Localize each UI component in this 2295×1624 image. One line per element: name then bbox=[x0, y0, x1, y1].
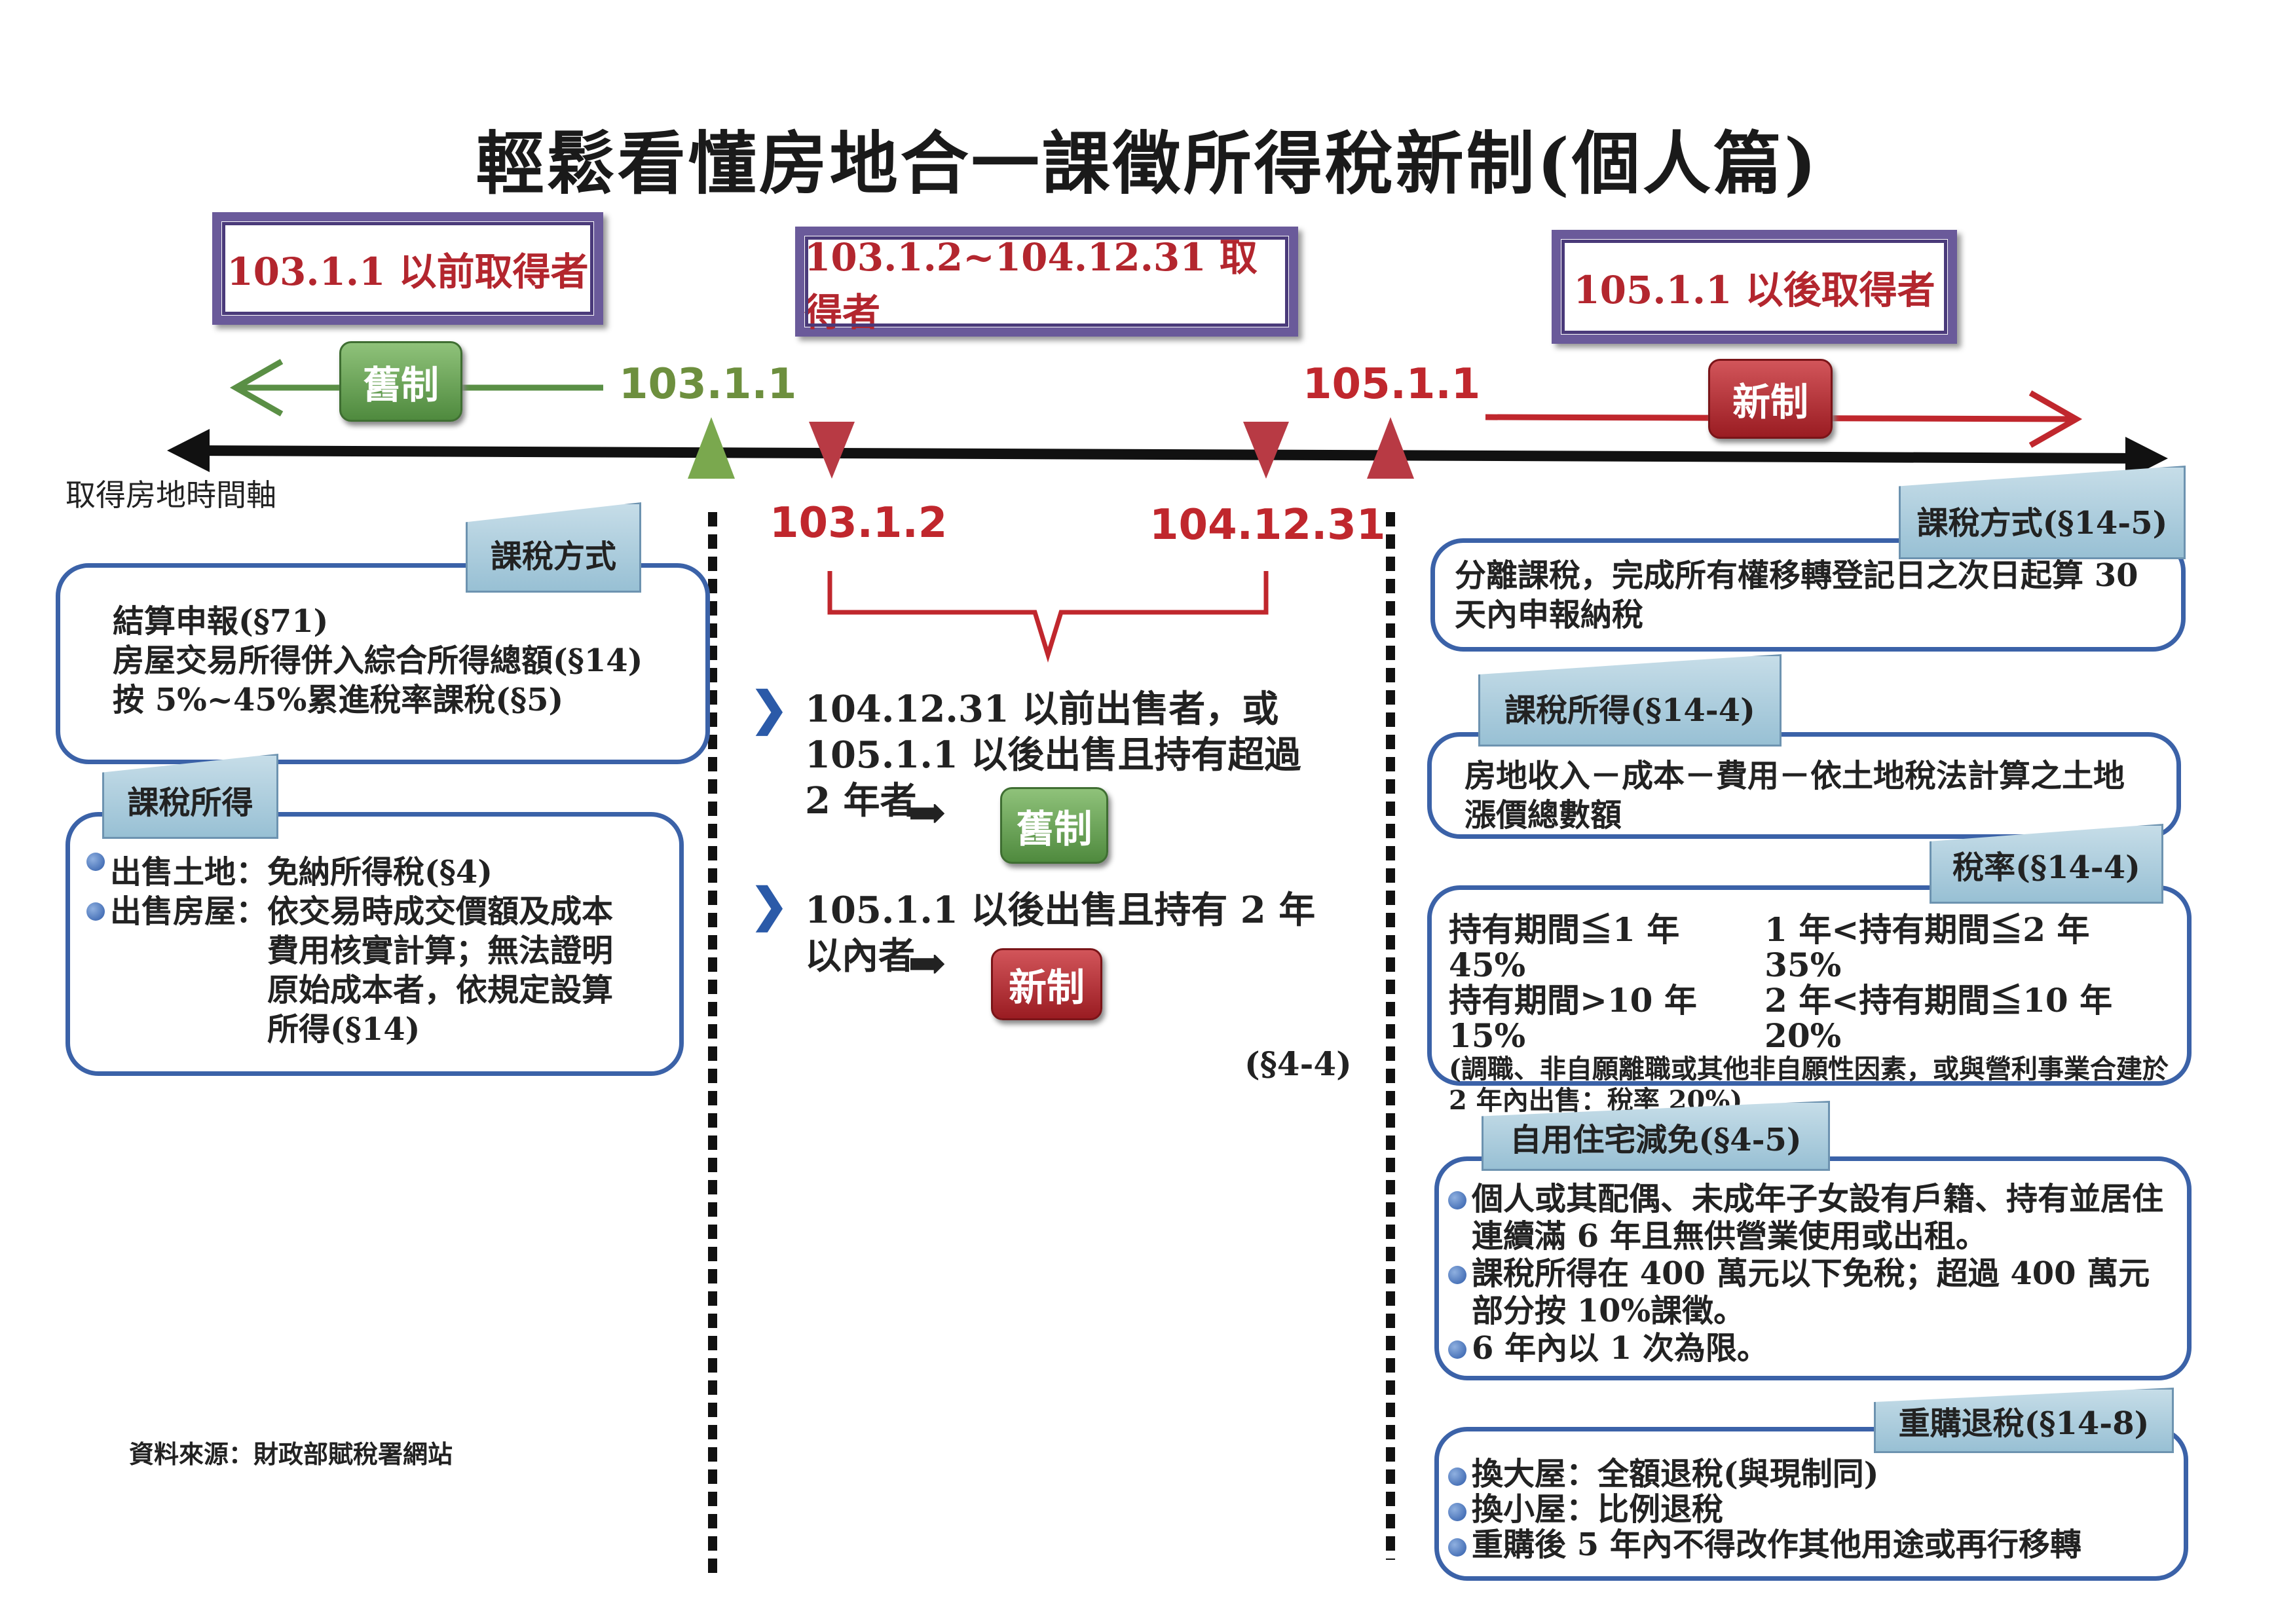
right-rate-tab: 稅率(§14-4) bbox=[1930, 824, 2163, 904]
old-system-badge: 舊制 bbox=[339, 341, 462, 422]
date-103-1-2: 103.1.2 bbox=[770, 499, 948, 547]
list-item: 課稅所得在 400 萬元以下免稅；超過 400 萬元部分按 10%課徵。 bbox=[1448, 1255, 2167, 1330]
right-exempt-tab: 自用住宅減免(§4-5) bbox=[1482, 1101, 1830, 1171]
bullet-icon bbox=[1448, 1266, 1466, 1284]
list-item: 換大屋：全額退稅(與現制同) bbox=[1448, 1456, 2164, 1492]
source-note: 資料來源：財政部賦稅署網站 bbox=[129, 1439, 453, 1469]
line: 結算申報(§71) bbox=[113, 603, 329, 640]
timeline-axis bbox=[167, 429, 2168, 480]
rate-cell: 2 年<持有期間≦10 年 20% bbox=[1764, 981, 2113, 1055]
rate-note: (調職、非自願離職或其他非自願性因素，或與營利事業合建於 2 年內出售：稅率 2… bbox=[1449, 1054, 2169, 1116]
item-text: 換小屋：比例退稅 bbox=[1472, 1491, 1724, 1528]
period-before-103: 103.1.1 以前取得者 bbox=[212, 212, 603, 325]
period-after-105: 105.1.1 以後取得者 bbox=[1552, 230, 1957, 344]
item-label: 出售房屋： bbox=[110, 893, 268, 930]
right-rate-box: 持有期間≦1 年 45% 1 年<持有期間≦2 年 35% 持有期間>10 年 1… bbox=[1427, 885, 2192, 1116]
left-method-tab: 課稅方式 bbox=[466, 502, 641, 593]
item-text: 免納所得稅(§4) bbox=[267, 854, 493, 891]
left-income-box: 出售土地：免納所得稅(§4) 出售房屋：依交易時成交價額及成本費用核實計算；無法… bbox=[65, 812, 684, 1076]
item-text: 依交易時成交價額及成本費用核實計算；無法證明原始成本者，依規定設算所得(§14) bbox=[267, 893, 614, 1048]
new-system-badge: 新制 bbox=[1708, 359, 1833, 439]
rate-cell: 持有期間>10 年 15% bbox=[1449, 981, 1697, 1055]
divider-right bbox=[1386, 512, 1395, 1560]
page-title: 輕鬆看懂房地合一課徵所得稅新制(個人篇) bbox=[476, 123, 1819, 204]
date-105-1-1: 105.1.1 bbox=[1303, 360, 1481, 409]
middle-item-2: 105.1.1 以後出售且持有 2 年以內者 bbox=[805, 889, 1316, 978]
arrow-right-icon: ➡ bbox=[908, 786, 946, 840]
left-method-box: 結算申報(§71) 房屋交易所得併入綜合所得總額(§14) 按 5%~45%累進… bbox=[56, 563, 710, 764]
list-item: 出售房屋：依交易時成交價額及成本費用核實計算；無法證明原始成本者，依規定設算所得… bbox=[86, 892, 653, 1049]
item-label: 出售土地： bbox=[110, 854, 268, 891]
list-item: 換小屋：比例退稅 bbox=[1448, 1492, 2164, 1527]
rate-cell: 持有期間≦1 年 45% bbox=[1449, 910, 1680, 984]
rate-row: 持有期間>10 年 15% 2 年<持有期間≦10 年 20% bbox=[1449, 983, 2174, 1054]
marker-103-1-1 bbox=[688, 417, 735, 479]
list-item: 重購後 5 年內不得改作其他用途或再行移轉 bbox=[1448, 1527, 2164, 1562]
right-refund-box: 換大屋：全額退稅(與現制同) 換小屋：比例退稅 重購後 5 年內不得改作其他用途… bbox=[1434, 1427, 2188, 1581]
chevron-right-icon: ❯ bbox=[750, 877, 789, 932]
line: 房屋交易所得併入綜合所得總額(§14) bbox=[113, 642, 643, 679]
list-item: 出售土地：免納所得稅(§4) bbox=[86, 853, 653, 892]
marker-104-12-31 bbox=[1243, 422, 1289, 479]
rate-row: 持有期間≦1 年 45% 1 年<持有期間≦2 年 35% bbox=[1449, 912, 2174, 983]
marker-105-1-1 bbox=[1367, 417, 1414, 479]
bullet-icon bbox=[86, 853, 105, 871]
item-text: 課稅所得在 400 萬元以下免稅；超過 400 萬元部分按 10%課徵。 bbox=[1472, 1255, 2150, 1329]
item-text: 6 年內以 1 次為限。 bbox=[1472, 1330, 1768, 1367]
line: 按 5%~45%累進稅率課稅(§5) bbox=[113, 682, 564, 718]
bullet-icon bbox=[1448, 1467, 1466, 1486]
date-104-12-31: 104.12.31 bbox=[1149, 501, 1386, 549]
rate-cell: 1 年<持有期間≦2 年 35% bbox=[1764, 910, 2090, 984]
item-text: 換大屋：全額退稅(與現制同) bbox=[1472, 1456, 1879, 1492]
period-103-104: 103.1.2~104.12.31 取得者 bbox=[795, 227, 1298, 337]
bullet-icon bbox=[86, 902, 105, 921]
item-text: 重購後 5 年內不得改作其他用途或再行移轉 bbox=[1472, 1526, 2081, 1563]
marker-103-1-2 bbox=[809, 422, 855, 479]
arrow-right-icon: ➡ bbox=[908, 936, 946, 990]
item-text: 個人或其配偶、未成年子女設有戶籍、持有並居住連續滿 6 年且無供營業使用或出租。 bbox=[1472, 1181, 2164, 1255]
timeline-axis-label: 取得房地時間軸 bbox=[65, 477, 276, 513]
middle-ref: (§4-4) bbox=[1244, 1044, 1352, 1083]
right-income-box: 房地收入－成本－費用－依土地稅法計算之土地漲價總數額 bbox=[1427, 732, 2181, 839]
bullet-icon bbox=[1448, 1340, 1466, 1359]
bullet-icon bbox=[1448, 1502, 1466, 1521]
chevron-right-icon: ❯ bbox=[750, 681, 789, 735]
bullet-icon bbox=[1448, 1538, 1466, 1557]
bullet-icon bbox=[1448, 1191, 1466, 1209]
bracket bbox=[827, 571, 1269, 663]
list-item: 個人或其配偶、未成年子女設有戶籍、持有並居住連續滿 6 年且無供營業使用或出租。 bbox=[1448, 1181, 2167, 1255]
divider-left bbox=[708, 512, 717, 1573]
middle-new-badge: 新制 bbox=[991, 948, 1102, 1020]
middle-old-badge: 舊制 bbox=[1000, 787, 1108, 864]
right-income-tab: 課稅所得(§14-4) bbox=[1478, 654, 1782, 747]
right-refund-tab: 重購退稅(§14-8) bbox=[1874, 1388, 2174, 1453]
left-income-tab: 課稅所得 bbox=[102, 754, 278, 839]
right-exempt-box: 個人或其配偶、未成年子女設有戶籍、持有並居住連續滿 6 年且無供營業使用或出租。… bbox=[1434, 1156, 2192, 1380]
middle-item-1: 104.12.31 以前出售者，或 105.1.1 以後出售且持有超過 2 年者 bbox=[805, 688, 1301, 822]
list-item: 6 年內以 1 次為限。 bbox=[1448, 1330, 2167, 1367]
date-103-1-1: 103.1.1 bbox=[619, 360, 797, 409]
